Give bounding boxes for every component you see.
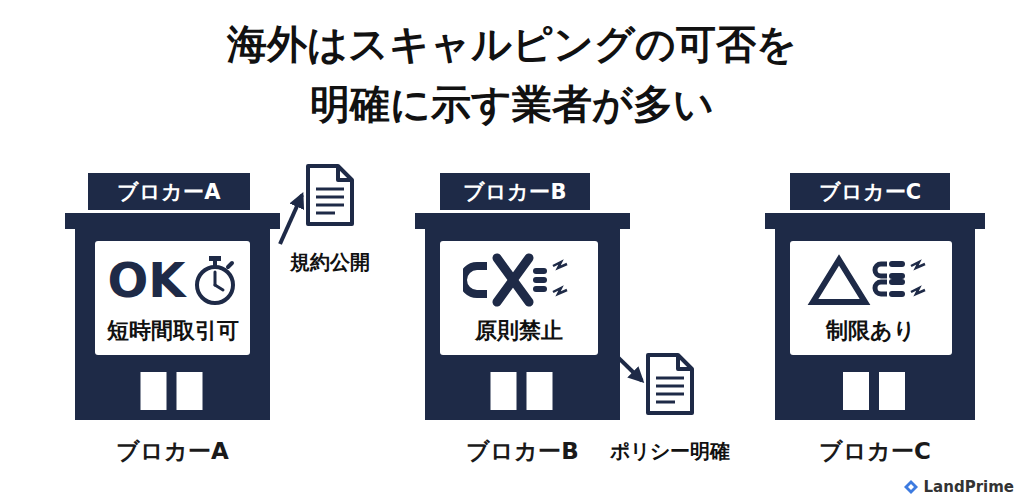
icon-row — [463, 250, 575, 310]
document-label: ポリシー明確 — [610, 438, 730, 465]
broker-building: ブロカーC制限あり — [765, 213, 985, 420]
sign-icon — [192, 254, 238, 306]
magnet-cross-icon — [463, 252, 575, 308]
watermark: LandPrime — [903, 478, 1014, 496]
building-label: ブロカーA — [35, 436, 310, 467]
broker-building: ブロカーB原則禁止 — [415, 213, 630, 420]
broker-banner: ブロカーA — [88, 173, 250, 210]
banner-label: ブロカーB — [463, 178, 566, 206]
building-sign: OK 短時間取引可 — [95, 241, 250, 355]
banner-label: ブロカーC — [819, 178, 921, 206]
sign-text: 原則禁止 — [475, 316, 563, 346]
banner-label: ブロカーA — [117, 178, 220, 206]
building-label: ブロカーC — [735, 436, 1015, 467]
triangle-magnet-icon — [807, 252, 935, 308]
arrow-connector — [280, 195, 302, 244]
document-node: 規約公開 — [282, 163, 378, 276]
icon-row — [807, 250, 935, 310]
stopwatch-icon — [192, 254, 238, 306]
building-sign: 制限あり — [790, 241, 952, 355]
sign-text: 短時間取引可 — [107, 316, 239, 346]
document-icon — [645, 352, 695, 416]
status-mark: OK — [108, 256, 186, 304]
broker-banner: ブロカーC — [790, 173, 950, 210]
document-node: ポリシー明確 — [602, 352, 738, 465]
sign-icon — [463, 252, 575, 308]
building-sign: 原則禁止 — [440, 241, 598, 355]
title: 海外はスキャルピングの可否を 明確に示す業者が多い — [152, 14, 872, 134]
icon-row: OK — [108, 250, 238, 310]
document-icon — [305, 163, 355, 227]
sign-text: 制限あり — [826, 316, 916, 346]
broker-building: ブロカーAOK短時間取引可 — [65, 213, 280, 420]
broker-banner: ブロカーB — [440, 173, 590, 210]
watermark-text: LandPrime — [924, 478, 1014, 496]
logo-mark — [903, 479, 919, 495]
document-label: 規約公開 — [290, 249, 370, 276]
sign-icon — [807, 252, 935, 308]
